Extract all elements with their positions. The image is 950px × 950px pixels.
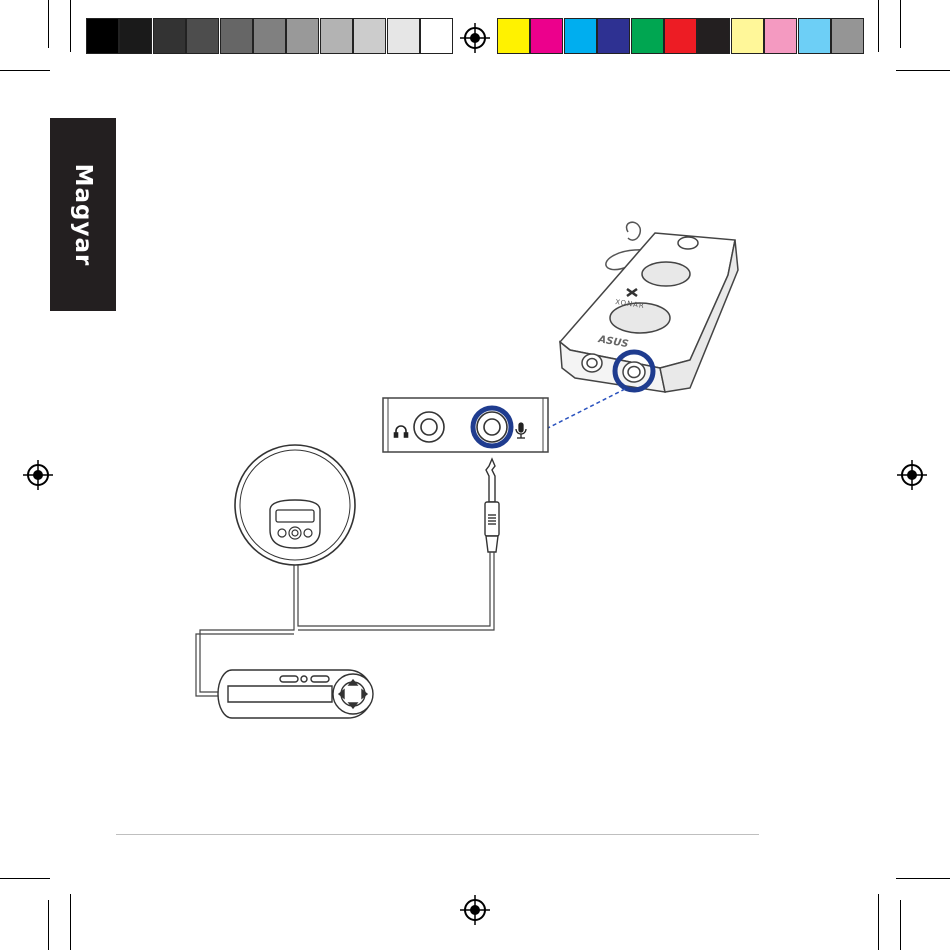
color-swatch [697, 18, 730, 54]
grayscale-swatch [320, 18, 353, 54]
grayscale-swatch [253, 18, 286, 54]
mic-jack-inner [484, 419, 500, 435]
grayscale-swatch [86, 18, 119, 54]
color-swatch [564, 18, 597, 54]
color-swatch [530, 18, 563, 54]
grayscale-swatch [119, 18, 152, 54]
color-swatch [831, 18, 864, 54]
grayscale-swatch [353, 18, 386, 54]
color-swatch [631, 18, 664, 54]
xonar-usb-device [560, 222, 738, 392]
grayscale-swatch [220, 18, 253, 54]
headset-earcup [235, 445, 355, 565]
color-swatch [731, 18, 764, 54]
headphone-jack-inner [421, 419, 437, 435]
inline-remote [218, 670, 373, 718]
grayscale-swatch [153, 18, 186, 54]
color-swatch [664, 18, 697, 54]
registration-target-icon [460, 23, 490, 53]
audio-plug [485, 459, 499, 552]
registration-target-icon [897, 460, 927, 490]
color-swatch [798, 18, 831, 54]
color-swatch [597, 18, 630, 54]
registration-target-icon [460, 895, 490, 925]
grayscale-swatch [186, 18, 219, 54]
grayscale-swatch [286, 18, 319, 54]
callout-dashed-line [540, 389, 625, 432]
color-swatch [764, 18, 797, 54]
color-swatch [497, 18, 530, 54]
grayscale-swatch [387, 18, 420, 54]
grayscale-swatch [420, 18, 453, 54]
registration-target-icon [23, 460, 53, 490]
